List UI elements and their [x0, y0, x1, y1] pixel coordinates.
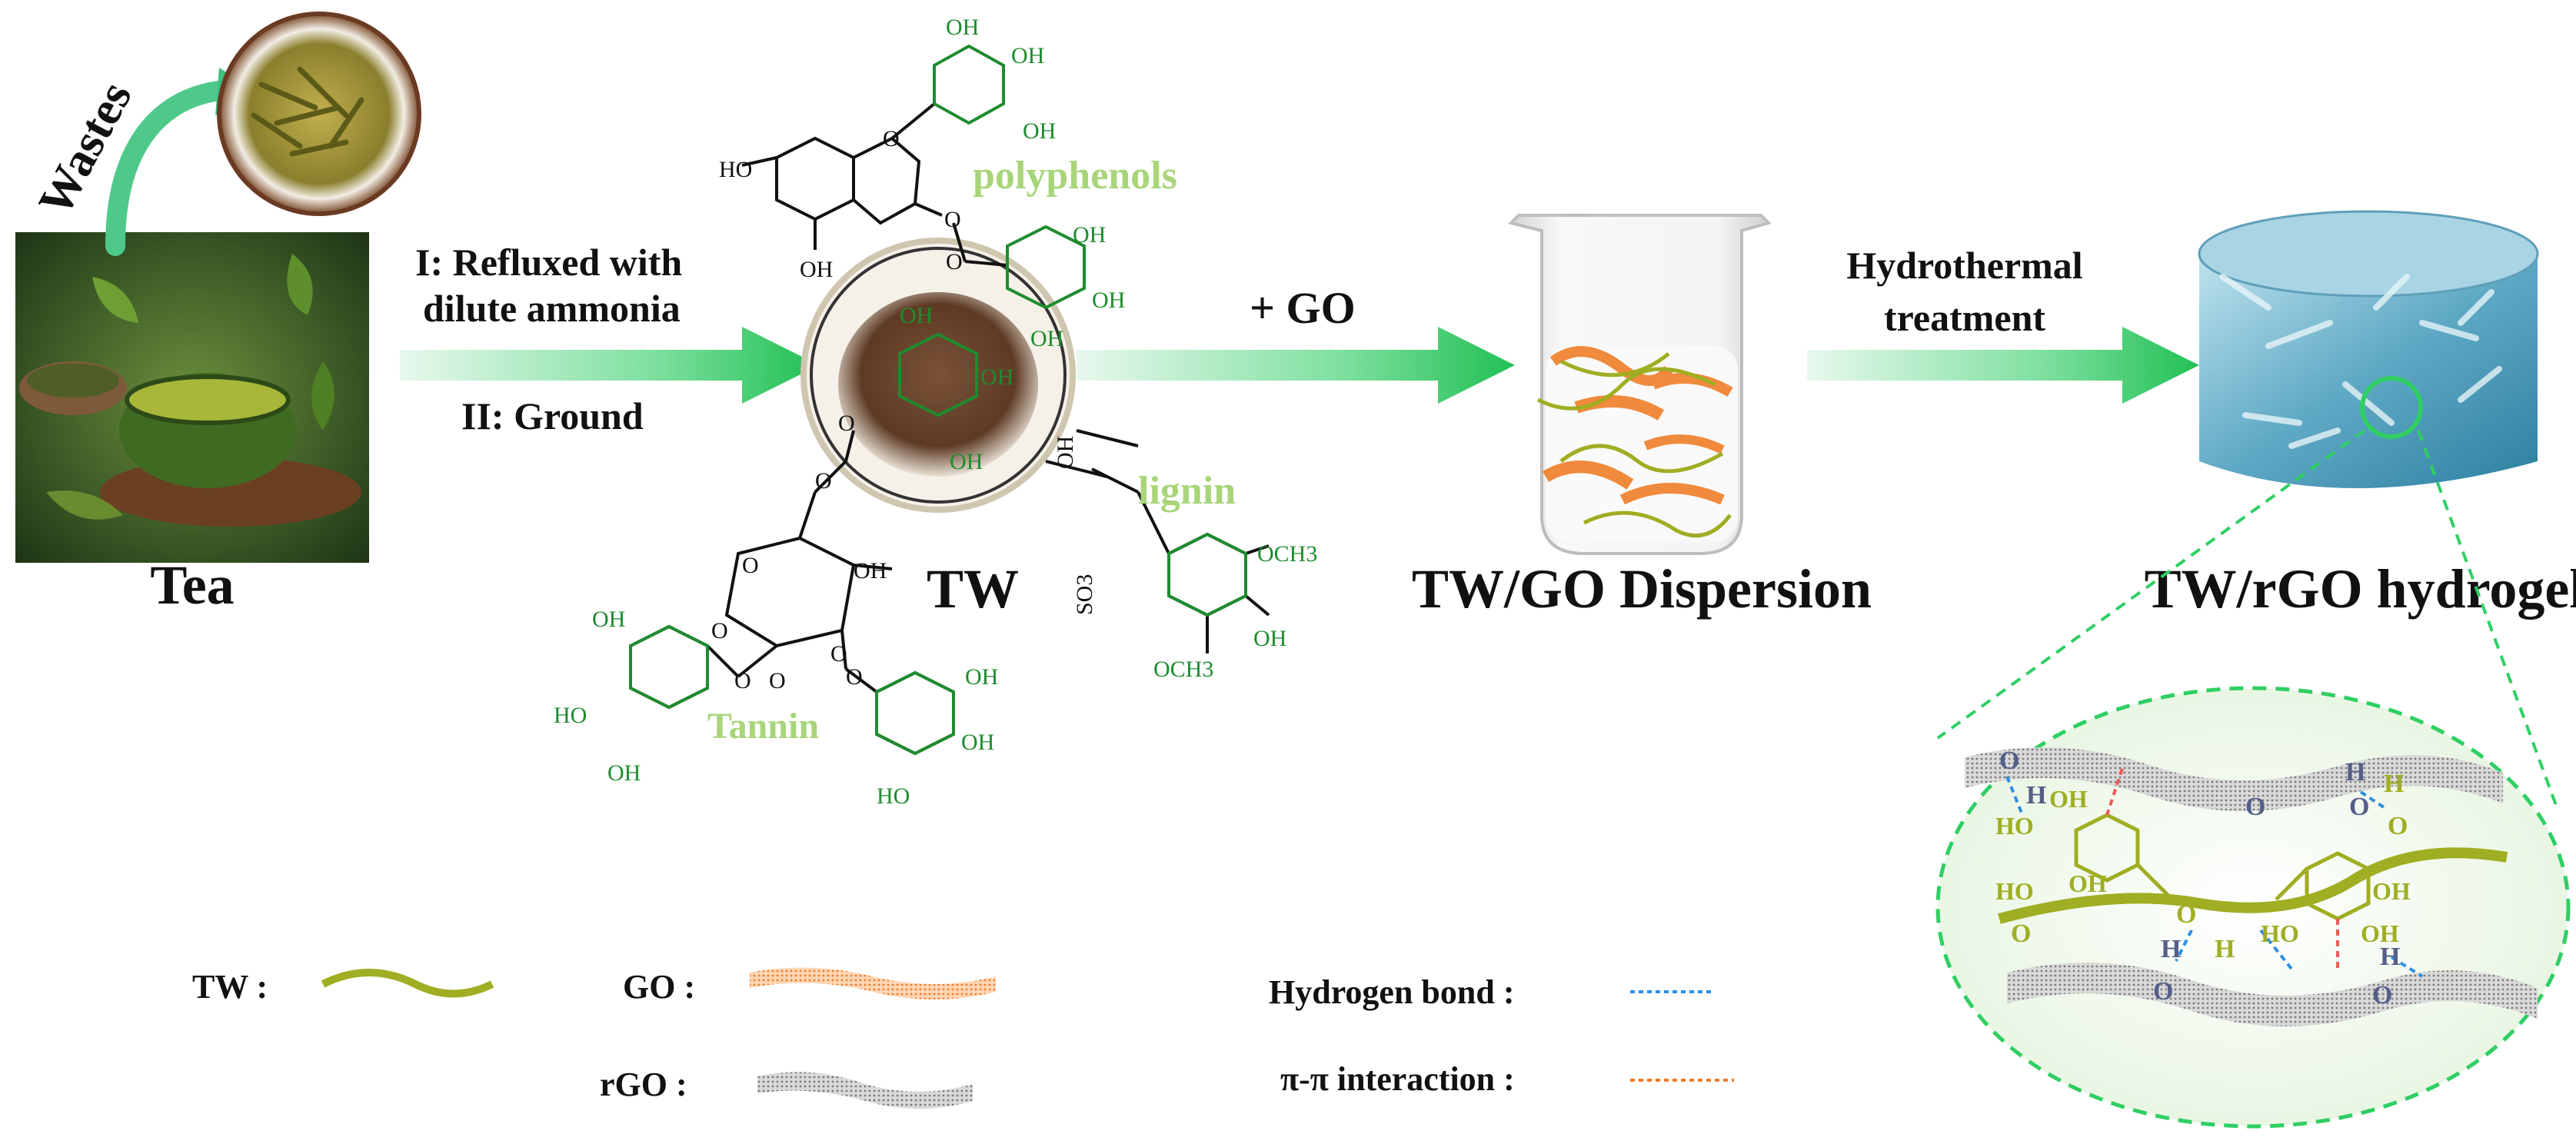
interaction-inset: O H OH HO OH HO O H O O H O H O H O OH H…: [1935, 686, 2571, 1129]
inset-o-8: O: [2372, 981, 2392, 1009]
inset-o-3: O: [2176, 900, 2196, 929]
sugar-oh-1: OH: [854, 558, 887, 584]
polyphenols-label: polyphenols: [973, 154, 1177, 198]
legend: TW : GO : rGO : Hydrogen bond : π-π inte…: [192, 967, 1734, 1109]
step1-line1: I: Refluxed with: [415, 241, 682, 284]
inset-oh-1: OH: [2049, 785, 2088, 813]
inset-o-7: O: [2388, 812, 2408, 840]
catechin-o-ester: O: [944, 207, 961, 232]
hydro-line1: Hydrothermal: [1846, 244, 2082, 287]
inset-ho-3: HO: [2261, 920, 2299, 947]
tea-photo: [15, 232, 369, 563]
gallate-oh-3: OH: [1030, 326, 1063, 351]
tea-leaves-bowl: [217, 12, 421, 216]
inset-h-3: H: [2215, 935, 2235, 963]
legend-tw-line: [321, 969, 494, 998]
inset-oh-4: OH: [2361, 920, 2399, 947]
legend-rgo-label: rGO :: [600, 1066, 687, 1103]
hydro-line2: treatment: [1884, 296, 2045, 339]
lignin-och3-1: OCH3: [1257, 541, 1317, 567]
inset-h-6: H: [2380, 943, 2400, 971]
lignin-och3-2: OCH3: [1153, 657, 1213, 682]
inset-o-4: O: [2153, 977, 2173, 1006]
inner-oh-2: OH: [980, 364, 1013, 390]
inset-h-1: H: [2026, 781, 2046, 810]
step1-line2: dilute ammonia: [423, 287, 681, 330]
inset-ho-2: HO: [1995, 877, 2034, 905]
gallate-oh-1: OH: [1073, 222, 1106, 248]
legend-rgo-sheet: [757, 1072, 973, 1109]
zoom-lines: [1936, 429, 2558, 808]
chem-green-rings: [629, 44, 1247, 756]
legend-tw-label: TW :: [192, 968, 268, 1006]
catechin-oh-4: OH: [800, 257, 833, 282]
process-arrow-3: [1807, 327, 2199, 404]
tannin-left-oh-1: OH: [592, 607, 625, 632]
catechin-oh-2: OH: [1011, 43, 1044, 68]
inset-h-4: H: [2345, 758, 2365, 786]
plus-go-label: + GO: [1250, 283, 1356, 333]
legend-pipi-label: π-π interaction :: [1280, 1060, 1515, 1098]
gallate-o: O: [946, 249, 963, 274]
tannin-right-oh-2: OH: [961, 730, 994, 755]
tannin-left-oh-2: OH: [607, 760, 641, 786]
inset-ho-1: HO: [1995, 812, 2034, 840]
inset-o-2: O: [2011, 920, 2031, 948]
inset-o-1: O: [1999, 747, 2019, 775]
inner-oh-1: OH: [900, 303, 933, 328]
inset-o-6: O: [2349, 793, 2369, 821]
catechin-ho: HO: [719, 157, 752, 182]
process-arrow-1: [400, 327, 819, 404]
sugar-o-2: O: [711, 618, 728, 644]
go-sheets-in-beaker: [1542, 346, 1733, 505]
sugar-o-4: O: [734, 668, 751, 693]
inset-oh-3: OH: [2372, 877, 2411, 905]
hydrogel-label: TW/rGO hydrogel: [2145, 558, 2576, 620]
catechin-oh-1: OH: [946, 15, 979, 40]
inner-o-2: O: [815, 468, 832, 494]
hydrogel-cylinder: [2198, 210, 2539, 488]
gallate-oh-2: OH: [1092, 288, 1125, 313]
sugar-o-5: O: [769, 668, 786, 693]
tannin-left-ho: HO: [554, 703, 587, 728]
dispersion-label: TW/GO Dispersion: [1412, 558, 1872, 620]
lignin-label: lignin: [1138, 469, 1236, 513]
process-arrow-2: [1077, 327, 1515, 404]
inset-h-5: H: [2384, 770, 2404, 798]
legend-go-label: GO :: [623, 968, 695, 1006]
legend-hbond-label: Hydrogen bond :: [1269, 973, 1515, 1011]
inset-h-2: H: [2161, 935, 2181, 963]
tea-label: Tea: [150, 554, 234, 616]
sugar-o-1: O: [742, 553, 759, 578]
sugar-o-6: O: [846, 664, 863, 690]
lignin-oh-2: OH: [1253, 626, 1286, 651]
lignin-so3: SO3: [1072, 574, 1097, 615]
catechin-o-ring: O: [883, 126, 900, 151]
inner-oh-3: OH: [950, 449, 983, 474]
sugar-o-3: O: [830, 641, 847, 667]
lignin-oh: OH: [1053, 436, 1078, 469]
inner-o: O: [838, 411, 855, 436]
legend-go-sheet: [750, 967, 996, 999]
tw-fibers-in-beaker: [1536, 352, 1732, 538]
tw-powder-circle: [800, 238, 1076, 513]
tannin-label: Tannin: [707, 706, 819, 747]
step2-label: II: Ground: [461, 394, 644, 437]
inset-o-5: O: [2245, 793, 2265, 821]
tannin-right-ho: HO: [877, 783, 910, 809]
inset-oh-2: OH: [2068, 870, 2107, 897]
tannin-right-oh-1: OH: [965, 664, 998, 690]
catechin-oh-3: OH: [1023, 118, 1056, 144]
tw-label: TW: [927, 558, 1019, 620]
